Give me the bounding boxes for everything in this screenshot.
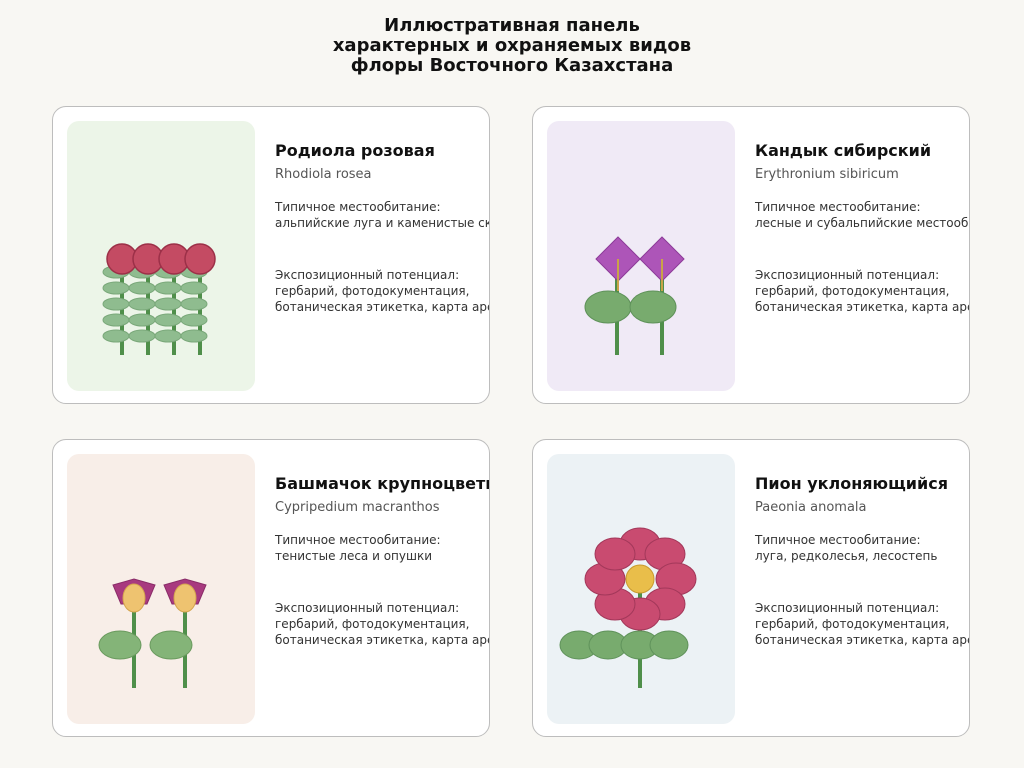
species-name: Кандык сибирский (755, 141, 932, 160)
potential-label: Экспозиционный потенциал: (755, 601, 940, 615)
potential-line-2: ботаническая этикетка, карта ареала. (275, 633, 489, 647)
page-title: Иллюстративная панель характерных и охра… (0, 16, 1024, 76)
species-name: Родиола розовая (275, 141, 435, 160)
potential-line-2: ботаническая этикетка, карта ареала. (275, 300, 489, 314)
potential-line-1: гербарий, фотодокументация, (755, 617, 950, 631)
species-latin-name: Rhodiola rosea (275, 167, 372, 182)
habitat-value: тенистые леса и опушки (275, 549, 433, 563)
potential-line-2: ботаническая этикетка, карта ареала. (755, 633, 969, 647)
potential-label: Экспозиционный потенциал: (755, 268, 940, 282)
illustration-panel (67, 454, 255, 724)
illustration-panel (67, 121, 255, 391)
species-latin-name: Erythronium sibiricum (755, 167, 899, 182)
species-info: Родиола розовая Rhodiola rosea Типичное … (275, 141, 489, 315)
habitat-label: Типичное местообитание: (275, 200, 441, 214)
habitat-label: Типичное местообитание: (275, 533, 441, 547)
species-card-paeonia: Пион уклоняющийся Paeonia anomala Типичн… (532, 439, 970, 737)
title-line-1: Иллюстративная панель (384, 15, 640, 36)
species-card-erythronium: Кандык сибирский Erythronium sibiricum Т… (532, 106, 970, 404)
illustration-panel (547, 121, 735, 391)
species-card-cypripedium: Башмачок крупноцветковый Cypripedium mac… (52, 439, 490, 737)
species-info: Башмачок крупноцветковый Cypripedium mac… (275, 474, 489, 648)
rhodiola-flowers-icon (102, 243, 216, 355)
potential-line-1: гербарий, фотодокументация, (275, 284, 470, 298)
potential-line-2: ботаническая этикетка, карта ареала. (755, 300, 969, 314)
erythronium-flowers-icon (584, 236, 685, 355)
cypripedium-flowers-icon (98, 578, 207, 688)
potential-label: Экспозиционный потенциал: (275, 268, 460, 282)
peony-flower-icon (559, 527, 697, 688)
species-info: Кандык сибирский Erythronium sibiricum Т… (755, 141, 969, 315)
species-info: Пион уклоняющийся Paeonia anomala Типичн… (755, 474, 969, 648)
species-latin-name: Paeonia anomala (755, 500, 867, 515)
habitat-value: лесные и субальпийские местообитания (755, 216, 969, 230)
title-line-2: характерных и охраняемых видов (332, 35, 692, 56)
habitat-label: Типичное местообитание: (755, 533, 921, 547)
habitat-value: луга, редколесья, лесостепь (755, 549, 938, 563)
potential-line-1: гербарий, фотодокументация, (755, 284, 950, 298)
illustration-panel (547, 454, 735, 724)
species-latin-name: Cypripedium macranthos (275, 500, 440, 515)
species-card-rhodiola: Родиола розовая Rhodiola rosea Типичное … (52, 106, 490, 404)
potential-label: Экспозиционный потенциал: (275, 601, 460, 615)
title-line-3: флоры Восточного Казахстана (350, 55, 674, 76)
potential-line-1: гербарий, фотодокументация, (275, 617, 470, 631)
species-name: Пион уклоняющийся (755, 474, 948, 493)
habitat-value: альпийские луга и каменистые склоны (275, 216, 489, 230)
habitat-label: Типичное местообитание: (755, 200, 921, 214)
species-name: Башмачок крупноцветковый (275, 474, 489, 493)
